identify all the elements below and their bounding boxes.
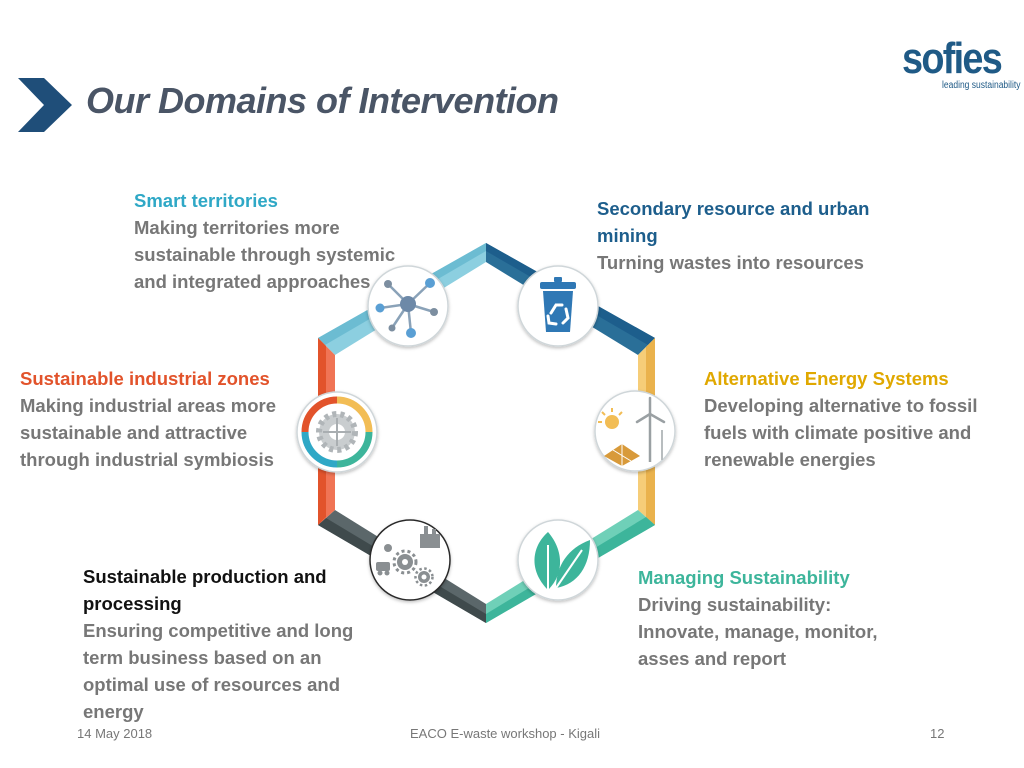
logo-tagline: leading sustainability: [942, 80, 1021, 91]
domain-managing-body: Driving sustainability: Innovate, manage…: [638, 594, 878, 669]
footer-event: EACO E-waste workshop - Kigali: [410, 726, 601, 741]
footer-date: 14 May 2018: [77, 726, 153, 741]
domain-sustainable-production: Sustainable production and processing En…: [83, 563, 373, 725]
domain-industrial-body: Making industrial areas more sustainable…: [20, 395, 277, 470]
domain-smart-territories: Smart territories Making territories mor…: [134, 187, 404, 295]
slide-title: Our Domains of Intervention: [86, 80, 559, 121]
domain-production-body: Ensuring competitive and long term busin…: [83, 620, 354, 722]
domain-smart-heading: Smart territories: [134, 190, 278, 211]
domain-production-heading: Sustainable production and processing: [83, 566, 327, 614]
domain-alternative-energy: Alternative Energy Systems Developing al…: [704, 365, 1004, 473]
domain-industrial-heading: Sustainable industrial zones: [20, 368, 270, 389]
domain-industrial-zones: Sustainable industrial zones Making indu…: [20, 365, 290, 473]
sofies-logo: sofies leading sustainability: [902, 34, 1022, 96]
chevron-arrow-icon: [18, 78, 72, 132]
domain-secondary-heading: Secondary resource and urban mining: [597, 198, 870, 246]
domain-energy-body: Developing alternative to fossil fuels w…: [704, 395, 978, 470]
domain-secondary-resource: Secondary resource and urban mining Turn…: [597, 195, 897, 276]
domain-energy-heading: Alternative Energy Systems: [704, 368, 949, 389]
logo-wordmark: sofies: [902, 34, 1003, 83]
domain-smart-body: Making territories more sustainable thro…: [134, 217, 396, 292]
domain-secondary-body: Turning wastes into resources: [597, 252, 864, 273]
domain-managing-sustainability: Managing Sustainability Driving sustaina…: [638, 564, 908, 672]
domain-managing-heading: Managing Sustainability: [638, 567, 850, 588]
footer-page-number: 12: [930, 726, 945, 741]
